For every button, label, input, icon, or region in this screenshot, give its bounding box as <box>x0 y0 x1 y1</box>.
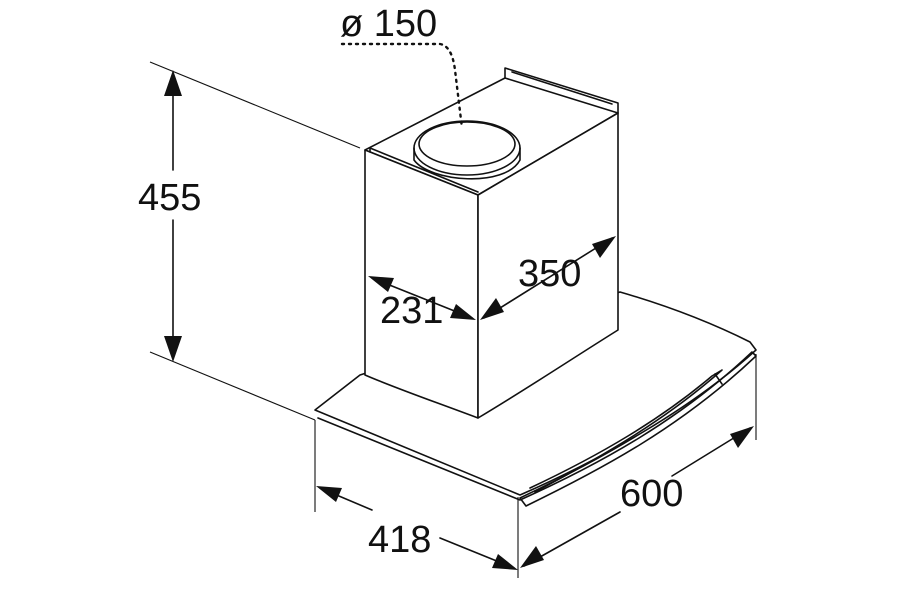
total-height-label: 455 <box>138 177 201 219</box>
canopy-depth-label: 418 <box>368 519 431 561</box>
chimney-depth-dimension: 231 <box>368 276 476 332</box>
chimney-width-label: 350 <box>518 253 581 295</box>
extension-lines <box>149 61 757 578</box>
canopy-width-label: 600 <box>620 473 683 515</box>
chimney-width-dimension: 350 <box>480 236 616 320</box>
chimney-depth-label: 231 <box>380 290 443 332</box>
canopy-width-dimension: 600 <box>520 426 754 568</box>
duct-diameter-label: ø 150 <box>340 3 437 45</box>
height-dimension: 455 <box>138 70 201 362</box>
canopy-depth-dimension: 418 <box>316 486 518 570</box>
diameter-callout: ø 150 <box>340 3 464 130</box>
canopy <box>314 291 757 507</box>
